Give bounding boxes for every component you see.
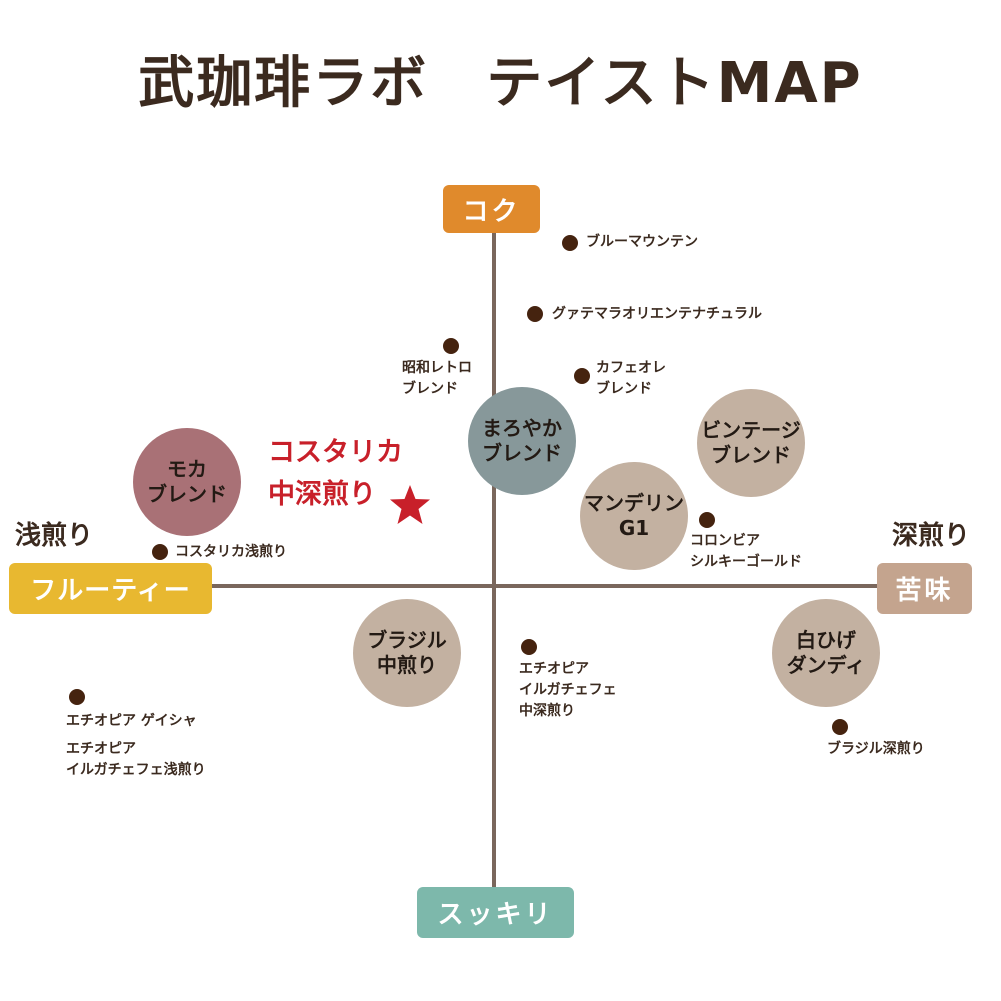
bean-dot: [69, 689, 85, 705]
axis-label-koku: コク: [443, 185, 540, 233]
blend-vintage: ビンテージブレンド: [697, 389, 805, 497]
page-title: 武珈琲ラボ テイストMAP: [138, 51, 863, 116]
light-roast-label: 浅煎り: [15, 521, 94, 551]
blend-mocha: モカブレンド: [133, 428, 241, 536]
axis-label-bitter: 苦味: [877, 563, 972, 614]
dark-roast-label: 深煎り: [892, 521, 971, 551]
bean-dot: [699, 512, 715, 528]
blend-shirohige: 白ひげダンディ: [772, 599, 880, 707]
featured-line1: コスタリカ: [268, 437, 403, 468]
blend-brazil-medium: ブラジル中煎り: [353, 599, 461, 707]
bean-dot: [152, 544, 168, 560]
bean-label: エチオピアイルガチェフェ浅煎り: [66, 741, 206, 778]
axis-label-fruity: フルーティー: [9, 563, 212, 614]
bean-dot: [562, 235, 578, 251]
featured-line2: 中深煎り: [268, 479, 376, 510]
bean-label: エチオピアイルガチェフェ中深煎り: [519, 661, 617, 719]
bean-dot: [574, 368, 590, 384]
bean-dot: [521, 639, 537, 655]
star-icon: [390, 485, 430, 524]
bean-label: エチオピア ゲイシャ: [66, 713, 197, 729]
bean-dot: [443, 338, 459, 354]
bean-label: ブルーマウンテン: [586, 234, 698, 250]
bean-dot: [832, 719, 848, 735]
bean-label: コスタリカ浅煎り: [175, 544, 287, 560]
blend-maroyaka: まろやかブレンド: [468, 387, 576, 495]
vertical-axis: [492, 230, 496, 890]
featured-name: コスタリカ 中深煎り: [268, 432, 403, 516]
bean-label: ブラジル深煎り: [827, 741, 925, 757]
bean-label: カフェオレブレンド: [596, 360, 666, 397]
bean-label: グァテマラオリエンテナチュラル: [552, 306, 762, 322]
axis-label-clean: スッキリ: [417, 887, 574, 938]
bean-label: 昭和レトロブレンド: [402, 360, 472, 397]
horizontal-axis: [210, 584, 880, 588]
bean-dot: [527, 306, 543, 322]
bean-label: コロンビアシルキーゴールド: [690, 533, 802, 570]
